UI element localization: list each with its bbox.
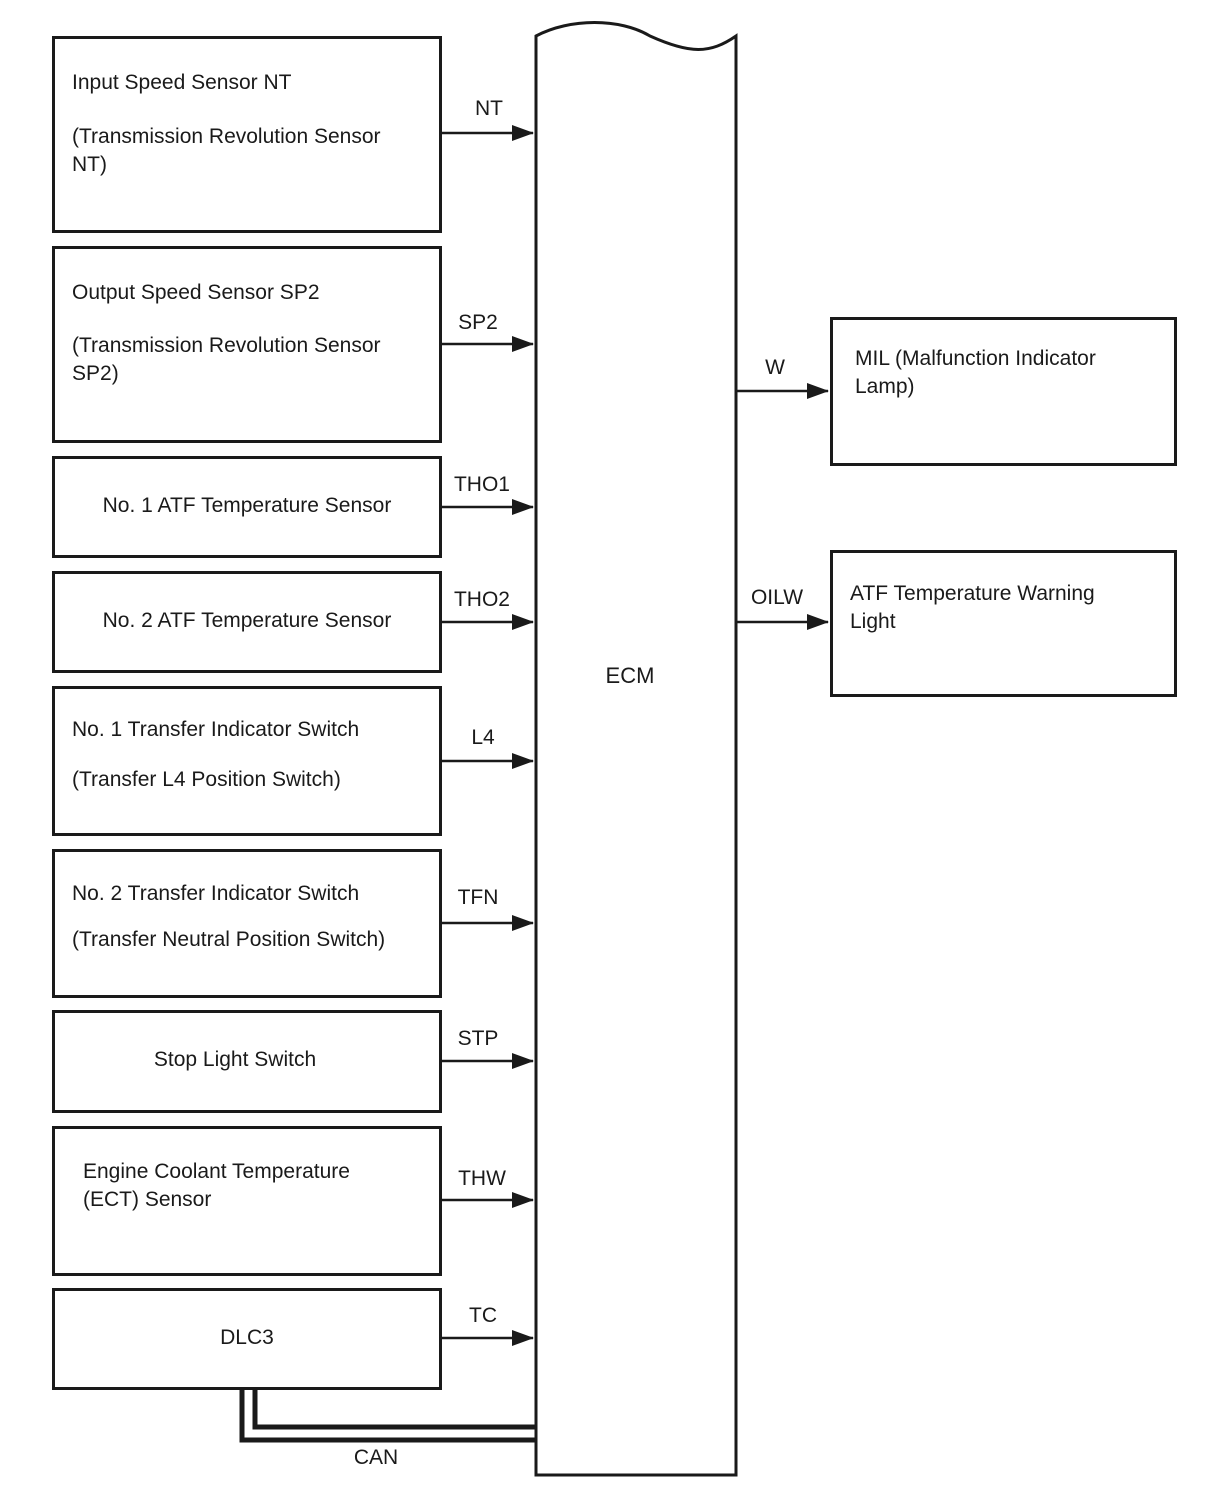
signal-label-l4: L4: [471, 726, 495, 749]
transfer-indicator-switch-2-box: No. 2 Transfer Indicator Switch (Transfe…: [52, 849, 442, 998]
signal-label-stp: STP: [457, 1027, 499, 1050]
signal-label-tho1: THO1: [453, 473, 510, 496]
signal-label-tfn: TFN: [457, 886, 499, 909]
box-title: Output Speed Sensor SP2: [72, 281, 320, 304]
input-speed-sensor-nt-box: Input Speed Sensor NT (Transmission Revo…: [52, 36, 442, 233]
box-subtitle: (Transmission Revolution Sensor SP2): [72, 334, 381, 385]
box-subtitle: (Transmission Revolution Sensor NT): [72, 125, 381, 176]
ect-sensor-box: Engine Coolant Temperature (ECT) Sensor: [52, 1126, 442, 1276]
signal-label-thw: THW: [458, 1167, 506, 1190]
can-bus-label: CAN: [353, 1446, 399, 1469]
atf-temperature-warning-light-box: ATF Temperature Warning Light: [830, 550, 1177, 697]
box-title: No. 1 Transfer Indicator Switch: [72, 718, 360, 741]
box-subtitle: (Transfer Neutral Position Switch): [72, 928, 386, 951]
box-title: No. 2 Transfer Indicator Switch: [72, 882, 360, 905]
atf-temperature-sensor-2-box: No. 2 ATF Temperature Sensor: [52, 571, 442, 673]
signal-label-tc: TC: [469, 1304, 497, 1327]
transfer-indicator-switch-1-box: No. 1 Transfer Indicator Switch (Transfe…: [52, 686, 442, 836]
signal-label-tho2: THO2: [453, 588, 510, 611]
box-subtitle: (Transfer L4 Position Switch): [72, 768, 341, 791]
ecm-label: ECM: [605, 663, 655, 688]
mil-box: MIL (Malfunction Indicator Lamp): [830, 317, 1177, 466]
box-title: MIL (Malfunction Indicator Lamp): [855, 347, 1096, 398]
box-title: Engine Coolant Temperature (ECT) Sensor: [83, 1160, 350, 1211]
output-speed-sensor-sp2-box: Output Speed Sensor SP2 (Transmission Re…: [52, 246, 442, 443]
box-title: DLC3: [220, 1326, 274, 1349]
stop-light-switch-box: Stop Light Switch: [52, 1010, 442, 1113]
ecm-block: [534, 21, 738, 1477]
dlc3-box: DLC3: [52, 1288, 442, 1390]
signal-label-sp2: SP2: [458, 311, 498, 334]
box-title: Input Speed Sensor NT: [72, 71, 292, 94]
signal-label-oilw: OILW: [750, 586, 804, 609]
box-title: Stop Light Switch: [153, 1048, 317, 1071]
signal-label-w: W: [765, 356, 785, 379]
box-title: ATF Temperature Warning Light: [850, 582, 1095, 633]
can-bus: [239, 1390, 536, 1443]
signal-label-nt: NT: [475, 97, 503, 120]
box-title: No. 1 ATF Temperature Sensor: [102, 494, 392, 517]
atf-temperature-sensor-1-box: No. 1 ATF Temperature Sensor: [52, 456, 442, 558]
box-title: No. 2 ATF Temperature Sensor: [102, 609, 392, 632]
